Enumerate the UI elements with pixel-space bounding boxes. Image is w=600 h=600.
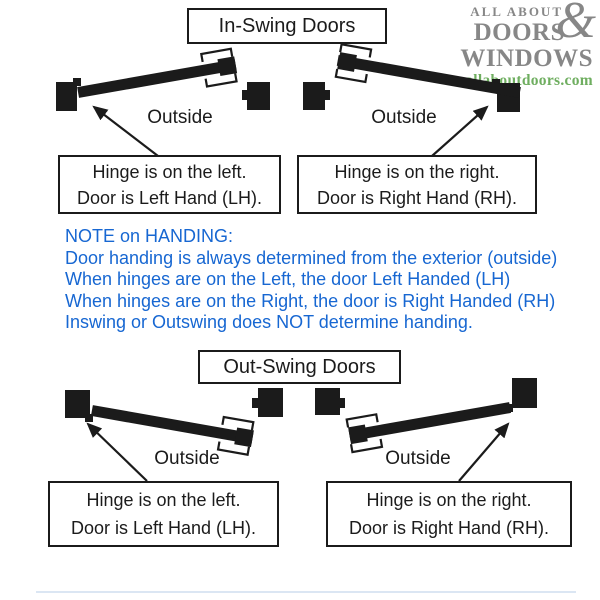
outside-label: Outside [154, 448, 220, 469]
hinge-pin-icon [505, 404, 513, 412]
door-jamb-icon [258, 388, 283, 417]
note-line: When hinges are on the Right, the door i… [65, 290, 556, 311]
outside-label: Outside [147, 107, 213, 128]
caption-line: Door is Right Hand (RH). [348, 518, 550, 538]
logo-windows: WINDOWS [460, 45, 593, 72]
door-edge-icon [234, 427, 254, 448]
hinge-post-icon [56, 82, 77, 111]
strike-tab-icon [252, 398, 258, 408]
hinge-pin-icon [85, 414, 93, 422]
latch-bracket-icon [334, 68, 368, 84]
hinge-post-icon [65, 390, 90, 418]
caption-box-inswing-right: Hinge is on the right. Door is Right Han… [297, 155, 537, 214]
note-line: NOTE on HANDING: [65, 226, 234, 246]
caption-line: Hinge is on the left. [92, 161, 247, 182]
caption-line: Door is Left Hand (LH). [70, 518, 257, 538]
out-swing-title-box: Out-Swing Doors [198, 350, 401, 384]
note-line: Door handing is always determined from t… [65, 247, 558, 268]
caption-box-inswing-left: Hinge is on the left. Door is Left Hand … [58, 155, 281, 214]
latch-bracket-icon [221, 415, 255, 431]
door-panel-left [90, 405, 255, 456]
logo-doors: DOORS [473, 19, 565, 46]
caption-line: Hinge is on the right. [366, 490, 532, 510]
logo-all-about: ALL ABOUT [470, 4, 563, 19]
caption-line: Door is Left Hand (LH). [76, 187, 263, 208]
pointer-arrow-icon [92, 105, 159, 157]
latch-bracket-icon [216, 441, 251, 456]
outside-label: Outside [371, 107, 437, 128]
caption-box-outswing-left: Hinge is on the left. Door is Left Hand … [48, 481, 279, 547]
door-panel-icon [77, 59, 237, 98]
outside-label: Outside [385, 448, 451, 469]
strike-tab-icon [339, 398, 345, 408]
hinge-post-icon [512, 378, 537, 408]
in-swing-diagram [56, 43, 521, 157]
door-edge-icon [348, 424, 368, 445]
pointer-arrow-icon [431, 105, 489, 157]
door-panel-right [334, 43, 521, 98]
logo: ALL ABOUT & DOORS WINDOWS allaboutdoors.… [460, 0, 596, 89]
pointer-arrow-icon [458, 422, 510, 482]
door-panel-icon [336, 54, 521, 98]
latch-bracket-icon [339, 43, 373, 58]
door-panel-icon [90, 405, 254, 445]
hinge-pin-icon [73, 78, 81, 86]
in-swing-title-box: In-Swing Doors [187, 8, 387, 44]
pointer-arrow-icon [86, 422, 148, 482]
caption-box-outswing-right: Hinge is on the right. Door is Right Han… [326, 481, 572, 547]
strike-tab-icon [324, 90, 330, 100]
handing-note: NOTE on HANDING: Door handing is always … [65, 226, 557, 334]
door-jamb-icon [303, 82, 325, 110]
latch-bracket-icon [345, 413, 379, 428]
latch-bracket-icon [200, 47, 234, 63]
latch-bracket-icon [349, 438, 384, 454]
caption-line: Hinge is on the left. [86, 490, 241, 510]
note-line: When hinges are on the Left, the door Le… [65, 269, 511, 290]
out-swing-diagram [65, 378, 537, 482]
door-panel-icon [348, 402, 512, 442]
ampersand-icon: & [555, 0, 596, 49]
caption-line: Hinge is on the right. [334, 161, 500, 182]
door-edge-icon [217, 56, 238, 77]
caption-line: Door is Right Hand (RH). [316, 187, 518, 208]
latch-bracket-icon [204, 73, 238, 88]
note-line: Inswing or Outswing does NOT determine h… [65, 312, 473, 333]
door-jamb-icon [247, 82, 270, 110]
strike-tab-icon [242, 90, 248, 100]
door-panel-right [345, 402, 512, 454]
door-edge-icon [337, 52, 357, 72]
door-jamb-icon [315, 388, 340, 415]
door-panel-left [77, 47, 238, 98]
bottom-divider [36, 591, 576, 593]
